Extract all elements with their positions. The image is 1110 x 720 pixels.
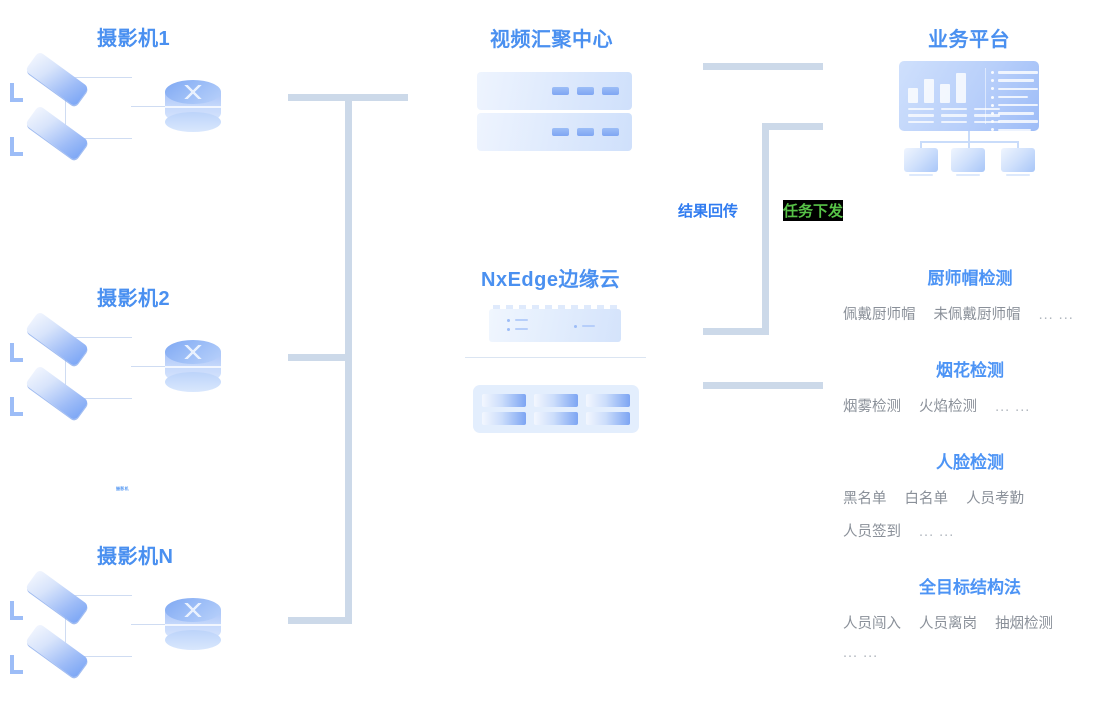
group-title-platform: 业务平台: [928, 29, 1010, 51]
server-rack-unit: [477, 72, 632, 110]
bus-left-branch-mid: [288, 354, 352, 361]
camera-mount-bracket: [10, 397, 23, 416]
edge-cloud-divider: [465, 357, 646, 359]
camera-group-1: [0, 51, 260, 185]
detection-title-full-target: 全目标结构法: [919, 578, 1021, 597]
detection-item: 黑名单: [843, 491, 887, 507]
camera-group-n: [0, 569, 260, 703]
flow-label-result-upload: 结果回传: [678, 203, 739, 220]
platform-terminal: [1001, 148, 1035, 172]
edge-blade-chassis: [473, 385, 639, 433]
camera-to-router-link: [131, 624, 165, 626]
group-title-video-center: 视频汇聚中心: [490, 29, 613, 51]
detection-items-chef-hat: 佩戴厨师帽 未佩戴厨师帽 ... ...: [843, 303, 1088, 324]
terminal-tree-drop: [920, 141, 922, 150]
group-title-edge-cloud: NxEdge边缘云: [481, 269, 620, 291]
detection-title-face: 人脸检测: [936, 453, 1004, 472]
router-icon: [165, 80, 221, 132]
rack-led-row: [552, 128, 619, 136]
detection-item: 人员闯入: [843, 616, 901, 632]
router-icon: [165, 340, 221, 392]
detection-item: 白名单: [904, 491, 949, 507]
terminal-tree-bar: [920, 141, 1019, 143]
bus-right-branch-platform: [762, 123, 823, 130]
detection-title-chef-hat: 厨师帽检测: [927, 269, 1013, 288]
bus-right-branch-mid: [703, 328, 769, 335]
blade-column: [586, 393, 630, 425]
blade-column: [534, 393, 578, 425]
micro-caption-text: 摄影机: [116, 486, 129, 491]
group-title-camera-1: 摄影机1: [97, 28, 171, 50]
detection-items-full-target-row1: 人员闯入 人员离岗 抽烟检测: [843, 612, 1067, 633]
camera-mount-bracket: [10, 83, 23, 102]
detection-item: 烟雾检测: [843, 399, 901, 415]
camera-mount-bracket: [10, 601, 23, 620]
dashboard-bar-chart: [908, 73, 966, 103]
detection-item: 火焰检测: [919, 399, 978, 415]
detection-item: 佩戴厨师帽: [843, 307, 916, 323]
detection-more-full-target: ... ...: [843, 645, 879, 661]
server-rack-unit: [477, 113, 632, 151]
camera-mount-bracket: [10, 137, 23, 156]
detection-more: ... ...: [919, 524, 955, 540]
terminal-stand: [909, 174, 933, 176]
detection-title-fireworks: 烟花检测: [936, 361, 1004, 380]
detection-item: 未佩戴厨师帽: [933, 307, 1021, 323]
platform-terminal: [904, 148, 938, 172]
group-title-camera-2: 摄影机2: [97, 288, 171, 310]
camera-to-router-link: [131, 366, 165, 368]
blade-column: [482, 393, 526, 425]
detection-item: 人员考勤: [966, 491, 1025, 507]
detection-item: 人员离岗: [919, 616, 978, 632]
detection-items-fireworks: 烟雾检测 火焰检测 ... ...: [843, 395, 1044, 416]
camera-group-2: [0, 311, 260, 445]
bus-right-branch-top: [703, 63, 823, 70]
camera-mount-bracket: [10, 655, 23, 674]
group-title-camera-n: 摄影机N: [97, 546, 174, 568]
router-icon: [165, 598, 221, 650]
platform-terminal: [951, 148, 985, 172]
dashboard-list-panel: [991, 71, 1038, 131]
terminal-stand: [956, 174, 980, 176]
terminal-tree-drop: [1017, 141, 1019, 150]
camera-bracket-wire: [65, 77, 132, 139]
detection-item: 人员签到: [843, 524, 901, 540]
detection-more: ... ...: [1038, 307, 1074, 323]
dashboard-row-group: [908, 108, 1000, 124]
camera-to-router-link: [131, 106, 165, 108]
detection-item: 抽烟检测: [995, 616, 1054, 632]
terminal-tree-stem: [968, 131, 970, 150]
edge-switch-icon: [489, 305, 621, 342]
bus-left-branch-bottom: [288, 617, 352, 624]
detection-more: ... ...: [995, 399, 1031, 415]
terminal-stand: [1006, 174, 1030, 176]
rack-led-row: [552, 87, 619, 95]
camera-bracket-wire: [65, 337, 132, 399]
bus-right-branch-bottom: [703, 382, 823, 389]
platform-dashboard-screen: [899, 61, 1039, 131]
flow-label-task-dispatch: 任务下发: [783, 200, 844, 221]
detection-items-face-row1: 黑名单 白名单 人员考勤: [843, 487, 1038, 508]
camera-bracket-wire: [65, 595, 132, 657]
camera-mount-bracket: [10, 343, 23, 362]
detection-items-face-row2: 人员签到 ... ...: [843, 520, 968, 541]
bus-right-trunk: [762, 123, 769, 335]
